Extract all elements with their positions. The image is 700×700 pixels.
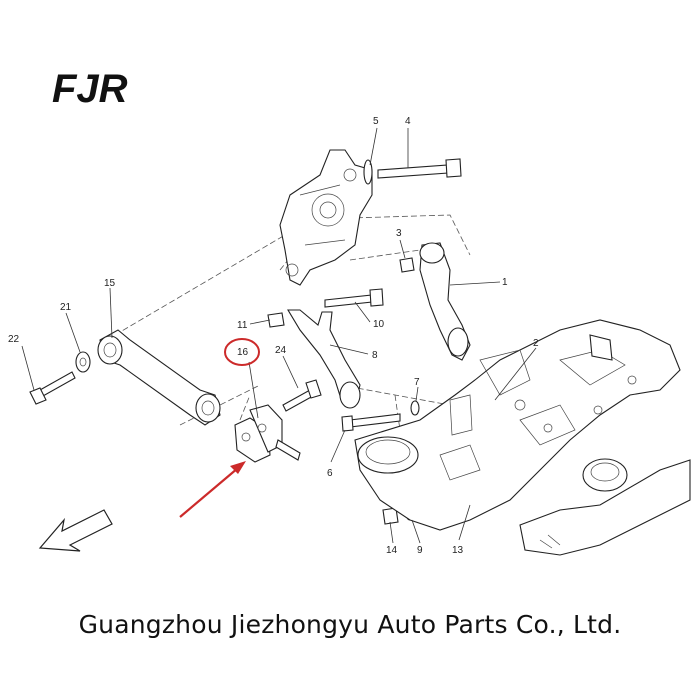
part-label-16: 16 <box>237 347 249 358</box>
red-arrow-icon <box>179 461 246 518</box>
nut-part-11 <box>267 312 285 328</box>
logo-text: FJR <box>52 67 128 111</box>
highlight-marker <box>224 338 260 366</box>
arm-part-8 <box>287 309 361 409</box>
part-label-24: 24 <box>275 345 287 356</box>
part-label-6: 6 <box>327 468 333 479</box>
subframe-part <box>354 319 691 556</box>
part-label-11: 11 <box>237 320 248 331</box>
bolt-part-24 <box>282 379 322 412</box>
bolt-part-6 <box>341 413 401 432</box>
washer-part-7 <box>410 400 420 416</box>
part-label-3: 3 <box>396 228 402 239</box>
part-label-4: 4 <box>405 116 411 127</box>
bolt-part-10 <box>324 288 384 308</box>
bolt-part-4 <box>377 158 462 179</box>
part-label-21: 21 <box>60 302 72 313</box>
part-label-22: 22 <box>8 334 20 345</box>
nut-part-3 <box>399 257 415 273</box>
bolt-part-22 <box>29 371 76 405</box>
bracket-part-16 <box>234 404 301 463</box>
brand-logo: FJR <box>52 67 128 111</box>
direction-arrow-icon <box>38 509 113 552</box>
part-label-14: 14 <box>386 545 398 556</box>
part-label-2: 2 <box>533 338 539 349</box>
nut-part-14 <box>382 507 399 525</box>
part-label-10: 10 <box>373 319 385 330</box>
link-part-1 <box>419 242 471 361</box>
leader-lines <box>21 127 537 544</box>
part-label-9: 9 <box>417 545 423 556</box>
washer-part-21 <box>75 351 91 373</box>
part-label-15: 15 <box>104 278 116 289</box>
knuckle-part <box>279 149 373 286</box>
arm-part-15 <box>97 329 221 426</box>
part-label-13: 13 <box>452 545 464 556</box>
part-label-8: 8 <box>372 350 378 361</box>
part-labels: 5 4 3 1 2 11 10 8 7 6 15 21 22 24 16 14 … <box>8 116 539 556</box>
highlight-circle <box>224 338 260 366</box>
part-label-5: 5 <box>373 116 379 127</box>
part-label-7: 7 <box>414 377 420 388</box>
part-label-1: 1 <box>502 277 508 288</box>
company-footer: Guangzhou Jiezhongyu Auto Parts Co., Ltd… <box>78 610 622 639</box>
